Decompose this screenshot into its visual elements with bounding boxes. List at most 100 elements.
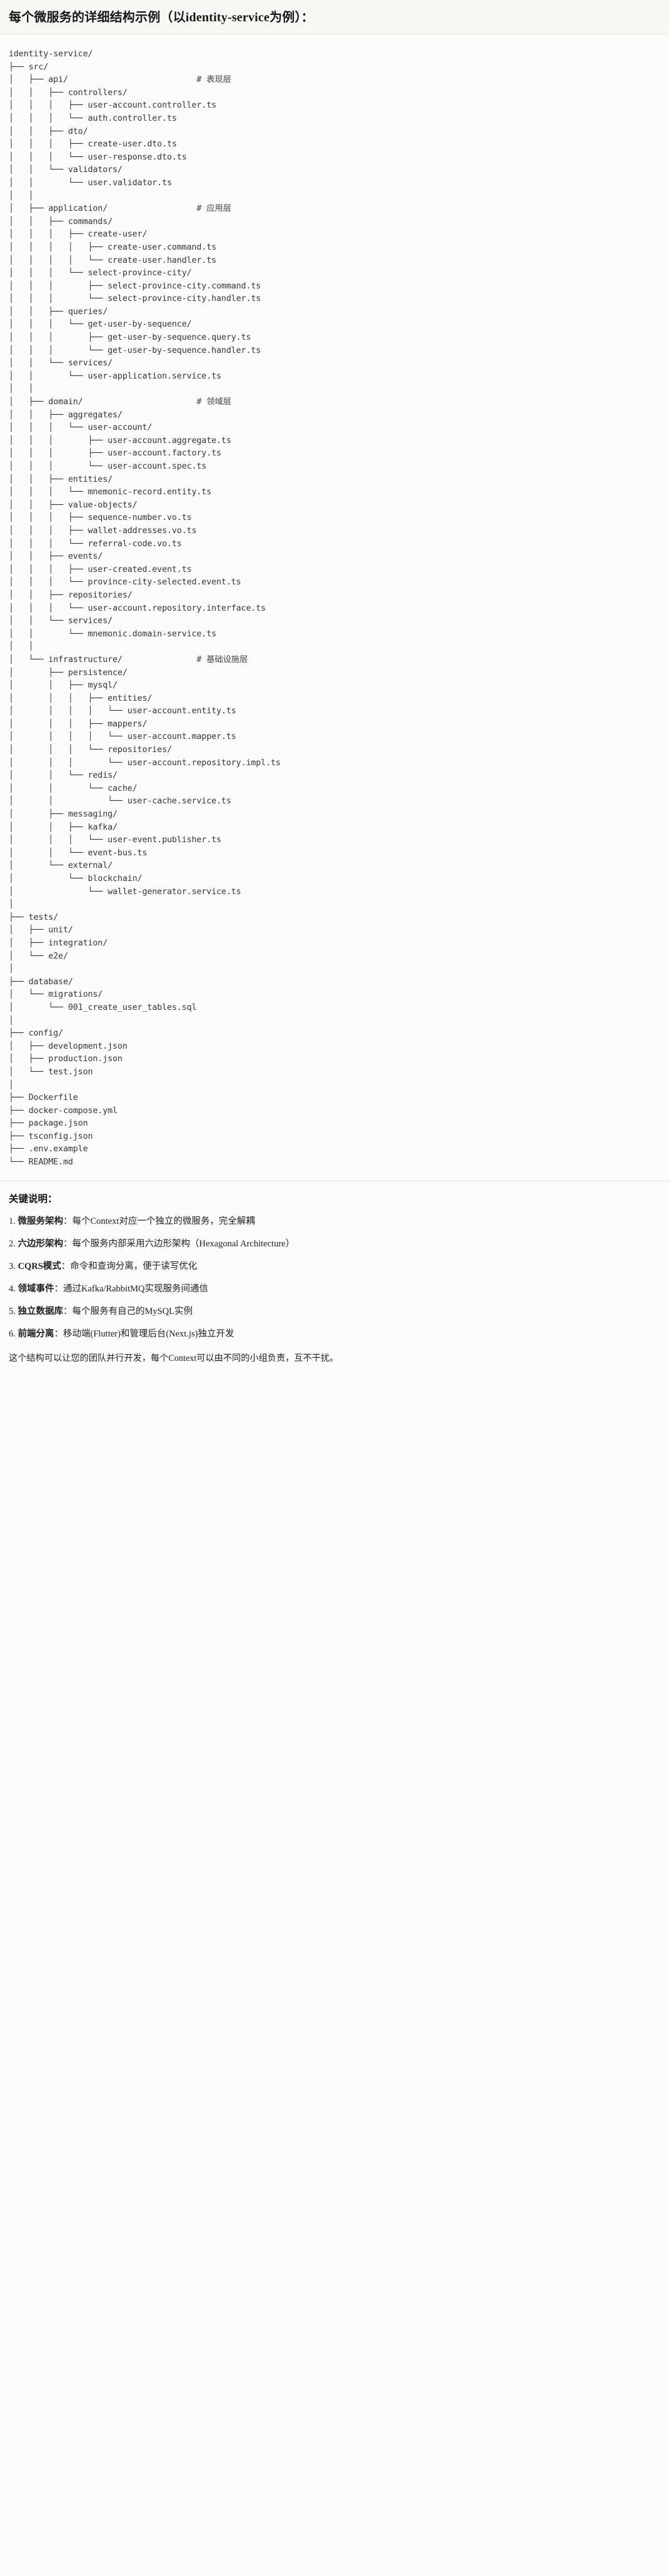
note-item-description: 每个服务内部采用六边形架构（Hexagonal Architecture） <box>72 1238 295 1249</box>
tree-line: │ │ │ ├── wallet-addresses.vo.ts <box>9 526 197 536</box>
tree-line: │ │ │ ├── get-user-by-sequence.query.ts <box>9 333 251 343</box>
tree-line-path: │ ├── application/ <box>9 204 197 214</box>
tree-line-comment: # 应用层 <box>196 204 231 214</box>
tree-line: │ │ └── services/ <box>9 359 113 369</box>
tree-line: │ ├── development.json <box>9 1041 128 1051</box>
tree-line: │ │ ├── events/ <box>9 552 103 562</box>
note-item-index: 2. <box>9 1238 16 1249</box>
tree-line: │ │ ├── mysql/ <box>9 681 118 691</box>
note-item-term: 六边形架构 <box>18 1238 64 1249</box>
tree-line: │ └── 001_create_user_tables.sql <box>9 1002 197 1012</box>
tree-line: │ │ └── user.validator.ts <box>9 178 172 188</box>
note-item-separator: ： <box>63 1306 73 1316</box>
tree-line: ├── database/ <box>9 977 73 987</box>
note-item-term: 领域事件 <box>18 1283 54 1294</box>
tree-line: │ │ │ ├── create-user.dto.ts <box>9 140 177 150</box>
tree-line: │ │ │ │ ├── create-user.command.ts <box>9 242 217 252</box>
note-item-separator: ： <box>54 1283 64 1294</box>
tree-line: identity-service/ <box>9 49 93 59</box>
tree-line-comment: # 基础设施层 <box>196 654 248 664</box>
tree-line: │ │ │ ├── user-account.aggregate.ts <box>9 435 231 445</box>
tree-line: │ │ │ ├── entities/ <box>9 693 153 703</box>
tree-line: │ │ │ └── referral-code.vo.ts <box>9 539 182 549</box>
tree-line-path: │ └── infrastructure/ <box>9 654 197 664</box>
tree-line: │ │ ├── aggregates/ <box>9 410 123 420</box>
tree-line: ├── tsconfig.json <box>9 1131 93 1141</box>
note-item-term: 独立数据库 <box>18 1306 64 1316</box>
tree-line: │ ├── application/ # 应用层 <box>9 203 669 216</box>
note-item: 3. CQRS模式：命令和查询分离，便于读写优化 <box>9 1260 659 1273</box>
tree-line: ├── tests/ <box>9 912 59 922</box>
tree-line: ├── Dockerfile <box>9 1093 78 1103</box>
note-item-description: 每个Context对应一个独立的微服务，完全解耦 <box>72 1216 255 1226</box>
tree-line: │ │ ├── queries/ <box>9 307 108 317</box>
tree-line: │ │ │ ├── sequence-number.vo.ts <box>9 513 192 523</box>
tree-line: │ │ │ └── user-account.spec.ts <box>9 462 207 471</box>
tree-line: │ │ │ └── get-user-by-sequence.handler.t… <box>9 345 261 355</box>
tree-line: │ │ └── services/ <box>9 616 113 626</box>
note-item-description: 每个服务有自己的MySQL实例 <box>72 1306 193 1316</box>
tree-line: │ │ ├── kafka/ <box>9 822 118 832</box>
tree-line: │ │ │ └── user-response.dto.ts <box>9 152 187 162</box>
tree-line: │ │ <box>9 191 34 201</box>
tree-line: │ │ │ └── repositories/ <box>9 745 172 755</box>
tree-line: │ ├── production.json <box>9 1054 123 1064</box>
tree-line: ├── config/ <box>9 1029 63 1039</box>
tree-line: │ └── migrations/ <box>9 990 103 1000</box>
tree-line: │ └── test.json <box>9 1067 93 1077</box>
tree-line-path: │ ├── domain/ <box>9 397 197 407</box>
tree-line-path: │ ├── api/ <box>9 75 197 85</box>
tree-line: │ └── external/ <box>9 861 113 871</box>
tree-line: │ │ │ ├── user-account.controller.ts <box>9 101 217 111</box>
note-item-index: 6. <box>9 1328 16 1339</box>
tree-line: │ │ ├── entities/ <box>9 474 113 484</box>
note-item-index: 3. <box>9 1261 16 1271</box>
note-item: 2. 六边形架构：每个服务内部采用六边形架构（Hexagonal Archite… <box>9 1238 659 1251</box>
tree-line: │ │ │ ├── select-province-city.command.t… <box>9 281 261 291</box>
tree-line: │ │ │ └── user-account/ <box>9 423 153 433</box>
tree-line: │ │ │ └── select-province-city/ <box>9 268 192 278</box>
directory-tree-block: identity-service/ ├── src/ │ ├── api/ # 表现… <box>0 34 669 1176</box>
tree-line: │ │ │ └── user-account.repository.impl.t… <box>9 758 281 768</box>
tree-line: │ └── blockchain/ <box>9 874 143 883</box>
tree-line-comment: # 领域层 <box>196 397 231 407</box>
note-item-index: 5. <box>9 1306 16 1316</box>
tree-line: ├── src/ <box>9 62 49 72</box>
tree-line: │ ├── integration/ <box>9 938 108 948</box>
tree-line: │ │ └── user-cache.service.ts <box>9 797 231 807</box>
tree-line: │ │ ├── commands/ <box>9 216 113 227</box>
notes-heading: 关键说明： <box>9 1193 58 1204</box>
note-item-description: 移动端(Flutter)和管理后台(Next.js)独立开发 <box>63 1328 234 1339</box>
tree-line: │ │ │ ├── create-user/ <box>9 230 148 240</box>
tree-line: │ │ └── redis/ <box>9 771 118 781</box>
tree-line: │ ├── domain/ # 领域层 <box>9 396 669 409</box>
tree-line: ├── docker-compose.yml <box>9 1106 118 1116</box>
tree-line: │ │ │ └── get-user-by-sequence/ <box>9 320 192 330</box>
tree-line: │ <box>9 964 14 974</box>
tree-line: │ │ │ ├── user-created.event.ts <box>9 564 192 574</box>
tree-line: ├── package.json <box>9 1119 88 1129</box>
tree-line: │ │ │ └── user-event.publisher.ts <box>9 835 221 845</box>
tree-line: │ │ │ └── auth.controller.ts <box>9 113 177 123</box>
tree-line: │ └── wallet-generator.service.ts <box>9 887 241 897</box>
tree-line: └── README.md <box>9 1158 73 1168</box>
note-item-index: 1. <box>9 1216 16 1226</box>
tree-line: │ │ │ └── province-city-selected.event.t… <box>9 578 241 588</box>
tree-line: │ │ ├── value-objects/ <box>9 500 138 510</box>
tree-line: │ ├── api/ # 表现层 <box>9 74 669 87</box>
note-item-term: CQRS模式 <box>18 1261 61 1271</box>
tree-line: │ │ └── user-application.service.ts <box>9 371 221 381</box>
tree-line: │ │ │ │ └── user-account.entity.ts <box>9 706 236 716</box>
directory-tree-lines: identity-service/ ├── src/ │ ├── api/ # 表现… <box>9 48 669 1169</box>
note-item: 4. 领域事件：通过Kafka/RabbitMQ实现服务间通信 <box>9 1283 659 1296</box>
note-item-description: 命令和查询分离，便于读写优化 <box>70 1261 198 1271</box>
tree-line: │ │ │ └── user-account.repository.interf… <box>9 603 266 613</box>
tree-line: ├── .env.example <box>9 1144 88 1154</box>
notes-item-list: 1. 微服务架构：每个Context对应一个独立的微服务，完全解耦 2. 六边形架… <box>9 1215 659 1341</box>
tree-line: │ ├── messaging/ <box>9 810 118 820</box>
note-item-separator: ： <box>63 1216 73 1226</box>
note-item-separator: ： <box>63 1238 73 1249</box>
note-item: 1. 微服务架构：每个Context对应一个独立的微服务，完全解耦 <box>9 1215 659 1228</box>
note-item-index: 4. <box>9 1283 16 1294</box>
tree-line-comment: # 表现层 <box>196 75 231 85</box>
